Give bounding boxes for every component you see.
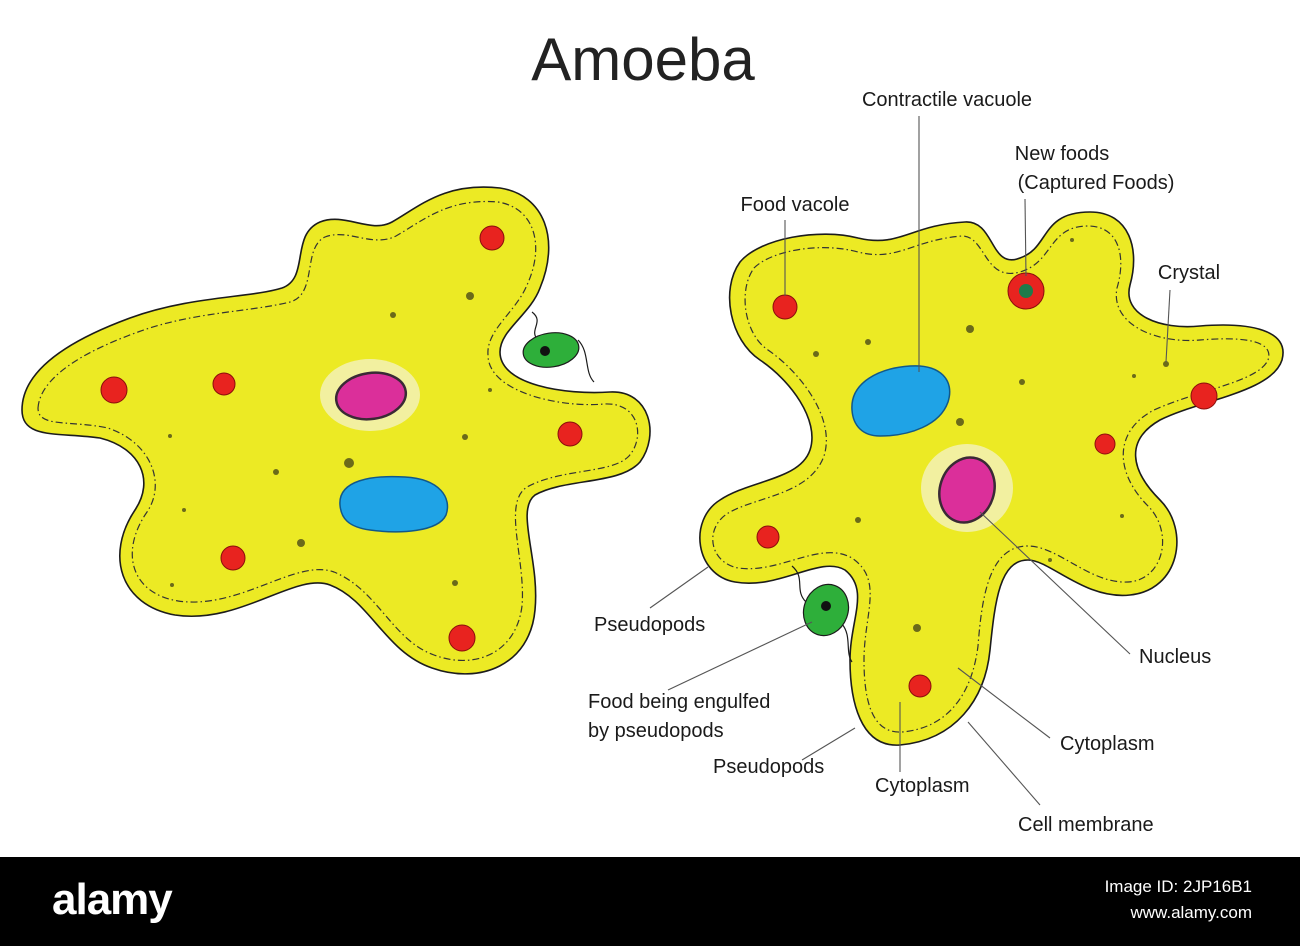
food-vacuole <box>1094 433 1116 455</box>
granule <box>1019 379 1025 385</box>
prey-nucleus <box>821 601 831 611</box>
nucleus <box>938 456 996 524</box>
prey-flagellum <box>577 339 595 383</box>
leader-cell-membrane <box>967 721 1041 806</box>
food-vacuole <box>212 372 236 396</box>
granule <box>855 517 861 523</box>
nucleus <box>334 371 408 421</box>
labels: Contractile vacuole New foods (Captured … <box>588 89 1220 836</box>
food-vacuole <box>100 376 128 404</box>
food-vacuole <box>557 421 583 447</box>
granule <box>813 351 819 357</box>
leader-pseudopods-upper <box>649 566 709 609</box>
granule <box>273 469 279 475</box>
granule <box>462 434 468 440</box>
granule <box>182 508 186 512</box>
granule <box>1070 238 1074 242</box>
watermark-logo: alamy <box>52 875 173 924</box>
label-new-foods: New foods <box>1015 143 1110 165</box>
granule <box>865 339 871 345</box>
granule <box>452 580 458 586</box>
label-cell-membrane: Cell membrane <box>1018 814 1154 836</box>
food-vacuole <box>756 525 780 549</box>
image-id-text: Image ID: 2JP16B1 <box>1104 877 1252 896</box>
label-contractile-vacuole: Contractile vacuole <box>862 89 1032 111</box>
contractile-vacuole <box>851 365 951 437</box>
granule <box>488 388 492 392</box>
food-vacuole <box>908 674 932 698</box>
prey-flagellum <box>791 565 807 603</box>
leader-new-foods <box>1024 198 1027 277</box>
left-amoeba-body <box>21 186 651 675</box>
food-vacuole <box>1190 382 1218 410</box>
label-cytoplasm-bottom: Cytoplasm <box>875 775 969 797</box>
label-pseudopods-upper: Pseudopods <box>594 614 705 636</box>
granule <box>913 624 921 632</box>
granule <box>297 539 305 547</box>
contractile-vacuole <box>339 475 449 533</box>
prey-organism <box>522 311 595 383</box>
granule <box>1163 361 1169 367</box>
food-vacuole <box>448 624 476 652</box>
watermark-footer: alamy Image ID: 2JP16B1 www.alamy.com <box>0 857 1300 946</box>
granule <box>168 434 172 438</box>
left-amoeba <box>21 186 651 675</box>
leader-pseudopods-lower <box>801 727 856 761</box>
prey-flagellum <box>841 623 853 663</box>
leader-nucleus <box>979 511 1131 655</box>
granule <box>466 292 474 300</box>
captured-food-content <box>1019 284 1033 298</box>
label-food-engulfed-2: by pseudopods <box>588 720 724 742</box>
label-crystal: Crystal <box>1158 262 1220 284</box>
granule <box>390 312 396 318</box>
label-captured-foods: (Captured Foods) <box>1018 172 1175 194</box>
right-amoeba <box>699 211 1284 746</box>
granule <box>966 325 974 333</box>
leader-lines <box>649 116 1171 806</box>
granule <box>344 458 354 468</box>
prey-nucleus <box>540 346 550 356</box>
food-vacuole <box>479 225 505 251</box>
label-cytoplasm-right: Cytoplasm <box>1060 733 1154 755</box>
food-vacuole <box>220 545 246 571</box>
granule <box>170 583 174 587</box>
granule <box>956 418 964 426</box>
site-url-text: www.alamy.com <box>1130 903 1252 922</box>
leader-cytoplasm-right <box>957 667 1051 739</box>
granule <box>1132 374 1136 378</box>
right-amoeba-inner-membrane <box>712 225 1270 733</box>
granule <box>1120 514 1124 518</box>
leader-food-engulfed <box>667 621 813 691</box>
label-pseudopods-lower: Pseudopods <box>713 756 824 778</box>
label-food-engulfed-1: Food being engulfed <box>588 691 770 713</box>
granule <box>1048 558 1052 562</box>
prey-being-engulfed <box>791 565 853 663</box>
label-food-vacuole: Food vacole <box>741 194 850 216</box>
diagram-title: Amoeba <box>531 26 755 93</box>
label-nucleus: Nucleus <box>1139 646 1211 668</box>
prey-body <box>522 332 580 368</box>
leader-crystal <box>1165 289 1171 363</box>
food-vacuole <box>772 294 798 320</box>
